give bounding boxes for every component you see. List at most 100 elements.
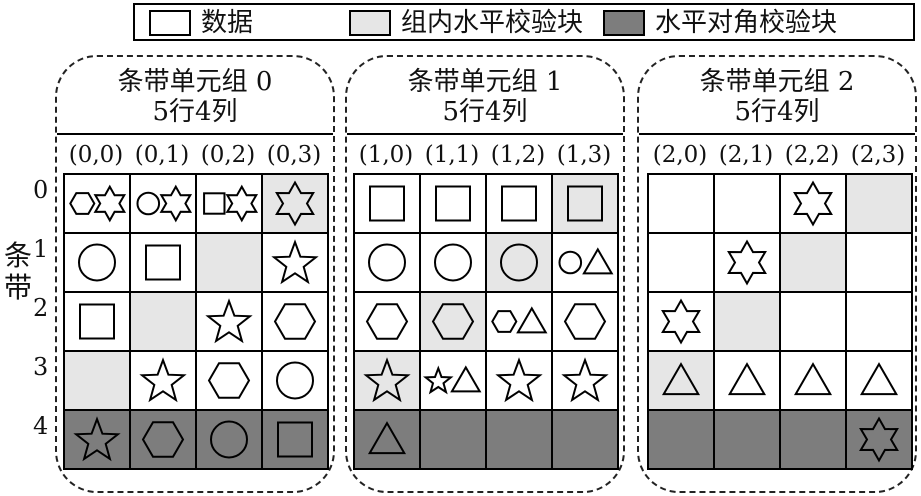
- circle-icon: [136, 191, 161, 216]
- data-block: [553, 293, 619, 352]
- star5-icon: [73, 416, 121, 462]
- hexagon-icon: [365, 303, 409, 340]
- circle-icon: [434, 243, 472, 282]
- diagonal-parity-block: [263, 411, 329, 470]
- star-icon: [275, 180, 315, 227]
- data-block: [421, 175, 487, 234]
- square-icon: [277, 421, 313, 458]
- data-block: [715, 352, 781, 411]
- horizontal-parity-block: [355, 352, 421, 411]
- row-label: 2: [33, 294, 49, 322]
- hexagon-icon: [563, 303, 607, 340]
- square-icon: [145, 244, 181, 281]
- star-icon: [225, 184, 259, 223]
- triangle-icon: [859, 362, 899, 396]
- stripe-grid: [647, 173, 913, 470]
- column-label: (1,2): [490, 142, 546, 168]
- row-label: 3: [33, 353, 49, 381]
- stripe-grid: [63, 173, 329, 470]
- star-icon: [793, 180, 833, 227]
- data-block: [715, 175, 781, 234]
- legend-swatch: [603, 10, 645, 36]
- data-block: [781, 352, 847, 411]
- data-block: [131, 175, 197, 234]
- column-label: (2,0): [652, 142, 708, 168]
- star5-icon: [561, 357, 609, 403]
- diagonal-parity-block: [65, 411, 131, 470]
- data-block: [781, 293, 847, 352]
- row-label: 4: [33, 412, 49, 440]
- data-block: [197, 352, 263, 411]
- legend-label: 组内水平校验块: [401, 8, 584, 38]
- data-block: [131, 352, 197, 411]
- data-block: [263, 352, 329, 411]
- column-label: (1,0): [358, 142, 414, 168]
- data-block: [487, 352, 553, 411]
- data-block: [65, 234, 131, 293]
- row-label: 0: [33, 176, 49, 204]
- data-block: [65, 293, 131, 352]
- data-block: [649, 234, 715, 293]
- legend-swatch: [349, 10, 391, 36]
- stripe-axis-label: 条带: [4, 239, 33, 304]
- hexagon-icon: [207, 362, 251, 399]
- circle-icon: [78, 243, 116, 282]
- circle-icon: [210, 420, 248, 459]
- square-icon: [203, 192, 226, 215]
- data-block: [715, 234, 781, 293]
- column-label: (2,2): [784, 142, 840, 168]
- triangle-icon: [450, 365, 482, 393]
- data-block: [649, 175, 715, 234]
- triangle-icon: [582, 247, 614, 275]
- data-block: [263, 293, 329, 352]
- star5-icon: [363, 357, 411, 403]
- horizontal-parity-block: [421, 293, 487, 352]
- legend: 数据组内水平校验块水平对角校验块: [133, 3, 915, 41]
- data-block: [355, 293, 421, 352]
- data-block: [421, 234, 487, 293]
- group-title: 条带单元组 0: [117, 67, 273, 97]
- diagonal-parity-block: [131, 411, 197, 470]
- horizontal-parity-block: [715, 293, 781, 352]
- star5-icon: [205, 298, 253, 344]
- diagonal-parity-block: [649, 411, 715, 470]
- triangle-icon: [727, 362, 767, 396]
- diagonal-parity-block: [781, 411, 847, 470]
- star-icon: [93, 184, 127, 223]
- group-title: 条带单元组 1: [407, 67, 563, 97]
- diagonal-parity-block: [553, 411, 619, 470]
- horizontal-parity-block: [847, 175, 913, 234]
- data-block: [197, 175, 263, 234]
- legend-swatch: [149, 10, 191, 36]
- star5-icon: [139, 357, 187, 403]
- data-block: [487, 293, 553, 352]
- data-block: [355, 175, 421, 234]
- horizontal-parity-block: [781, 234, 847, 293]
- square-icon: [435, 185, 471, 222]
- star-icon: [661, 298, 701, 345]
- star5-icon: [495, 357, 543, 403]
- column-label: (1,3): [556, 142, 612, 168]
- group-title: 条带单元组 2: [699, 67, 855, 97]
- hexagon-icon: [141, 421, 185, 458]
- column-label: (0,0): [68, 142, 124, 168]
- group-subtitle: 5行4列: [734, 97, 820, 127]
- star-icon: [727, 239, 767, 286]
- data-block: [847, 293, 913, 352]
- hexagon-icon: [491, 310, 518, 333]
- triangle-icon: [516, 306, 548, 334]
- data-block: [553, 352, 619, 411]
- data-block: [781, 175, 847, 234]
- triangle-icon: [367, 421, 407, 455]
- diagonal-parity-block: [421, 411, 487, 470]
- group-divider: [347, 133, 623, 135]
- legend-label: 水平对角校验块: [655, 8, 838, 38]
- triangle-icon: [661, 362, 701, 396]
- diagonal-parity-block: [847, 411, 913, 470]
- circle-icon: [500, 243, 538, 282]
- group-subtitle: 5行4列: [152, 97, 238, 127]
- data-block: [263, 234, 329, 293]
- column-label: (1,1): [424, 142, 480, 168]
- data-block: [131, 234, 197, 293]
